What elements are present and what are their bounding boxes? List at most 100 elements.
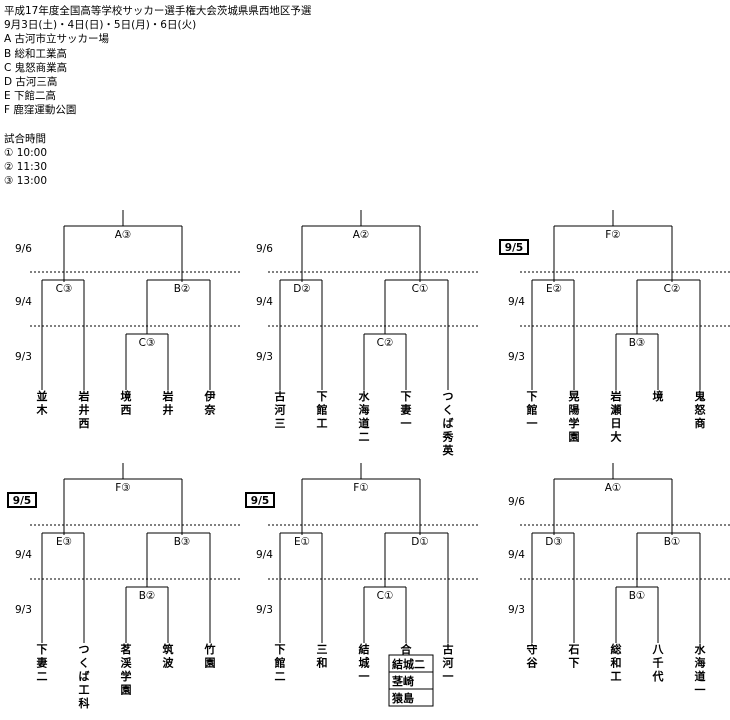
bracket-2-team-5-name: つ — [443, 390, 454, 403]
bracket-5-date-badge-box — [245, 492, 275, 508]
bracket-2-team-1-name: 河 — [275, 403, 286, 417]
bracket-2-team-4-name: 下 — [401, 390, 412, 403]
bracket-2-team-2-name: 館 — [316, 403, 328, 417]
bracket-2-round-label-first: 9/3 — [256, 351, 273, 363]
bracket-3-team-1-name: 下 — [527, 390, 538, 403]
bracket-6-team-5-name: 道 — [695, 669, 706, 683]
bracket-3-team-1-name: 一 — [527, 417, 538, 430]
venue-d: D 古河三高 — [4, 75, 58, 88]
bracket-5-round-label-first: 9/3 — [256, 604, 273, 616]
bracket-3-team-5-name: 鬼 — [695, 389, 706, 403]
bracket-5-team-5-name: 一 — [443, 670, 454, 683]
bracket-2-team-2-name: 工 — [317, 417, 328, 430]
bracket-1-first-label: C③ — [139, 337, 156, 349]
venue-c: C 鬼怒商業高 — [4, 61, 68, 74]
bracket-6-team-4-name: 千 — [653, 656, 664, 670]
bracket-4-date-badge-box — [7, 492, 37, 508]
bracket-4-team-3-name: 園 — [121, 684, 132, 697]
bracket-3-team-1-name: 館 — [526, 403, 538, 417]
bracket-2-round-label-semi: 9/4 — [256, 296, 273, 308]
bracket-1-semi-left-label-bg — [52, 282, 76, 295]
bracket-2-team-3-name: 二 — [359, 431, 370, 444]
bracket-5-team-1-name: 館 — [274, 656, 286, 670]
bracket-2-first-label: C② — [377, 337, 394, 349]
bracket-4-team-5-name: 園 — [205, 657, 216, 670]
bracket-6-team-4-name: 八 — [652, 643, 665, 656]
bracket-4-first-label-bg — [135, 589, 159, 602]
bracket-3-team-4-name: 境 — [653, 389, 664, 403]
bracket-6-team-5-name: 一 — [695, 684, 706, 697]
bracket-4-team-3-name: 茗 — [121, 642, 132, 656]
bracket-3-first-label-bg — [625, 336, 649, 349]
header: 平成17年度全国高等学校サッカー選手権大会茨城県県西地区予選 9月3日(土)・4… — [4, 4, 311, 188]
bracket-3-semi-left-label: E② — [546, 283, 562, 295]
bracket-6-semi-right-label-bg — [660, 535, 684, 548]
bracket-4-round-label-first: 9/3 — [15, 604, 32, 616]
bracket-1-final-label-bg — [111, 228, 135, 241]
bracket-1-team-5-name: 奈 — [204, 403, 217, 417]
bracket-2-team-3-name: 水 — [359, 389, 371, 403]
bracket-5-team-5-name: 河 — [443, 656, 454, 670]
bracket-2-team-4-name: 一 — [401, 417, 412, 430]
bracket-6-round-label-semi: 9/4 — [508, 549, 525, 561]
bracket-5-round-label-semi: 9/4 — [256, 549, 273, 561]
venue-e: E 下館二高 — [4, 90, 56, 103]
bracket-3-final-label-bg — [601, 228, 625, 241]
bracket-2-team-5-name: く — [443, 404, 454, 417]
bracket-1-team-3-name: 西 — [121, 404, 132, 417]
bracket-3-semi-left-label-bg — [542, 282, 566, 295]
bracket-5-semi-left-label-bg — [290, 535, 314, 548]
bracket-4-final-label: F③ — [115, 482, 130, 494]
bracket-2-first-label-bg — [373, 336, 397, 349]
bracket-5-semi-right-label-bg — [408, 535, 432, 548]
bracket-5-team-1-name: 二 — [275, 670, 286, 683]
bracket-6-first-label: B① — [629, 590, 646, 602]
venue-b: B 総和工業高 — [4, 47, 68, 60]
bracket-3-team-2-name: 陽 — [569, 403, 580, 417]
bracket-1-semi-right-label-bg — [170, 282, 194, 295]
bracket-2-final-label-bg — [349, 228, 373, 241]
bracket-2-team-2-name: 下 — [317, 390, 328, 403]
match-time-1: ① 10:00 — [4, 146, 48, 159]
bracket-4-team-3-name: 渓 — [121, 656, 133, 670]
bracket-4-team-4-name: 筑 — [163, 642, 174, 656]
bracket-5-team-5-name: 古 — [443, 642, 454, 656]
bracket-6-round-label-final: 9/6 — [508, 496, 525, 508]
bracket-3-semi-right-label: C② — [664, 283, 681, 295]
bracket-4-team-2-name: 工 — [79, 684, 90, 697]
bracket-4-semi-left-label: E③ — [56, 536, 72, 548]
bracket-6-final-label-bg — [601, 481, 625, 494]
bracket-3-date-badge: 9/5 — [505, 242, 523, 254]
bracket-1-team-4-name: 岩 — [162, 389, 174, 403]
bracket-3-team-2-name: 晃 — [568, 390, 580, 403]
bracket-6-team-3-name: 総 — [611, 642, 622, 656]
match-time-2: ② 11:30 — [4, 161, 48, 174]
bracket-6-team-2-name: 石 — [568, 643, 580, 656]
match-times-title: 試合時間 — [4, 132, 46, 145]
bracket-2-team-5-name: 英 — [442, 443, 455, 457]
bracket-4-team-2-name: つ — [79, 643, 90, 656]
bracket-6-team-3-name: 工 — [611, 670, 622, 683]
bracket-1-first-label-bg — [135, 336, 159, 349]
bracket-3-semi-right-label-bg — [660, 282, 684, 295]
bracket-6-final-label: A① — [605, 482, 622, 494]
bracket-3-team-5-name: 商 — [695, 416, 706, 430]
bracket-2-team-5-name: 秀 — [442, 430, 454, 444]
tournament-dates: 9月3日(土)・4日(日)・5日(月)・6日(火) — [4, 19, 197, 32]
bracket-4-final-label-bg — [111, 481, 135, 494]
bracket-4-team-2-name: く — [79, 657, 90, 670]
match-time-3: ③ 13:00 — [4, 175, 48, 188]
bracket-1-semi-left-label: C③ — [56, 283, 73, 295]
bracket-3-final-label: F② — [605, 229, 620, 241]
bracket-5-joint-team-member: 茎崎 — [392, 674, 414, 688]
bracket-3-round-label-first: 9/3 — [508, 351, 525, 363]
bracket-2-round-label-final: 9/6 — [256, 243, 273, 255]
venue-f: F 鹿窪運動公園 — [4, 104, 77, 117]
bracket-3-team-3-name: 瀬 — [611, 403, 622, 417]
bracket-5-date-badge: 9/5 — [251, 495, 269, 507]
bracket-6-team-1-name: 守 — [527, 642, 538, 656]
bracket-1-round-label-final: 9/6 — [15, 243, 32, 255]
bracket-4-team-2-name: 科 — [79, 696, 90, 710]
bracket-2-semi-left-label-bg — [290, 282, 314, 295]
